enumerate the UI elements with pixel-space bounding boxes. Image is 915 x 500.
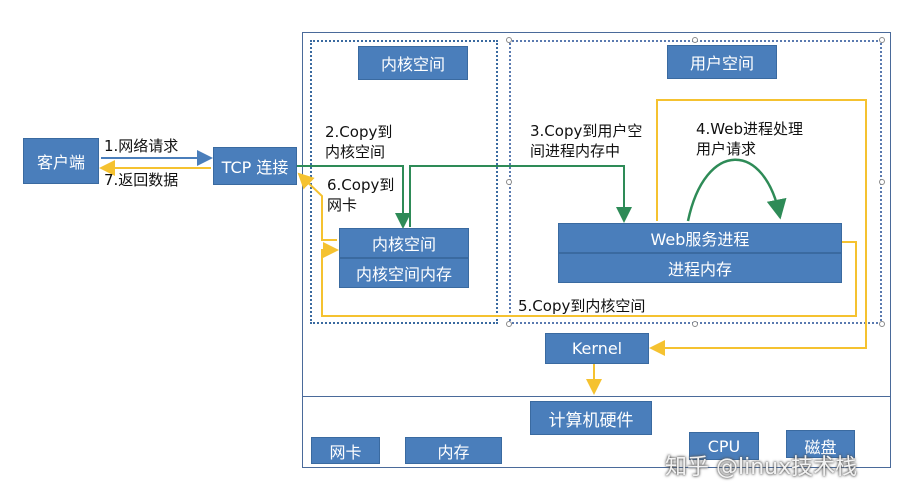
label-step4: 4.Web进程处理 用户请求 <box>696 119 803 159</box>
label-step2-line1: 2.Copy到 <box>325 123 393 141</box>
label-step6-line2: 网卡 <box>327 196 358 214</box>
selection-handle[interactable] <box>692 321 698 327</box>
selection-handle[interactable] <box>506 37 512 43</box>
label-step4-line1: 4.Web进程处理 <box>696 120 804 138</box>
label-step4-line2: 用户请求 <box>696 140 757 158</box>
label-step6: 6.Copy到 网卡 <box>327 175 394 215</box>
label-step3: 3.Copy到用户空 间进程内存中 <box>530 121 642 161</box>
kernel-space-box[interactable]: 内核空间 <box>339 228 469 258</box>
selection-handle[interactable] <box>506 321 512 327</box>
label-step6-line1: 6.Copy到 <box>327 176 395 194</box>
label-step7: 7.返回数据 <box>104 171 179 189</box>
cpu-box[interactable]: CPU <box>689 432 759 460</box>
selection-handle[interactable] <box>879 37 885 43</box>
hardware-divider <box>302 396 891 397</box>
selection-handle[interactable] <box>692 37 698 43</box>
selection-handle[interactable] <box>879 179 885 185</box>
arrow-copy-to-kernel-space <box>321 241 857 317</box>
label-step3-line2: 间进程内存中 <box>530 142 621 160</box>
selection-handle[interactable] <box>506 179 512 185</box>
disk-box[interactable]: 磁盘 <box>786 430 855 458</box>
selection-handle[interactable] <box>879 321 885 327</box>
tcp-connection-box[interactable]: TCP 连接 <box>213 147 297 185</box>
user-space-yellow-line <box>649 99 867 356</box>
kernel-space-memory-box[interactable]: 内核空间内存 <box>339 258 469 288</box>
watermark-text: 知乎 @linux技术栈 <box>665 455 858 480</box>
label-step1: 1.网络请求 <box>104 137 179 155</box>
label-step5: 5.Copy到内核空间 <box>518 297 646 315</box>
nic-box[interactable]: 网卡 <box>311 437 380 464</box>
label-step2-line2: 内核空间 <box>325 143 386 161</box>
arrow-web-processing <box>686 158 787 222</box>
kernel-space-header[interactable]: 内核空间 <box>358 46 468 80</box>
arrow-copy-to-kernel <box>297 165 411 229</box>
arrow-copy-to-nic <box>297 172 337 241</box>
hardware-box[interactable]: 计算机硬件 <box>530 401 652 435</box>
system-frame <box>302 32 891 468</box>
memory-box[interactable]: 内存 <box>405 437 502 464</box>
label-step2: 2.Copy到 内核空间 <box>325 122 392 162</box>
process-memory-box[interactable]: 进程内存 <box>558 253 842 283</box>
web-service-process-box[interactable]: Web服务进程 <box>558 223 842 253</box>
user-space-header[interactable]: 用户空间 <box>667 45 777 79</box>
kernel-box[interactable]: Kernel <box>545 333 649 364</box>
arrow-copy-to-user <box>409 165 632 227</box>
label-step3-line1: 3.Copy到用户空 <box>530 122 643 140</box>
client-box[interactable]: 客户端 <box>23 138 99 184</box>
